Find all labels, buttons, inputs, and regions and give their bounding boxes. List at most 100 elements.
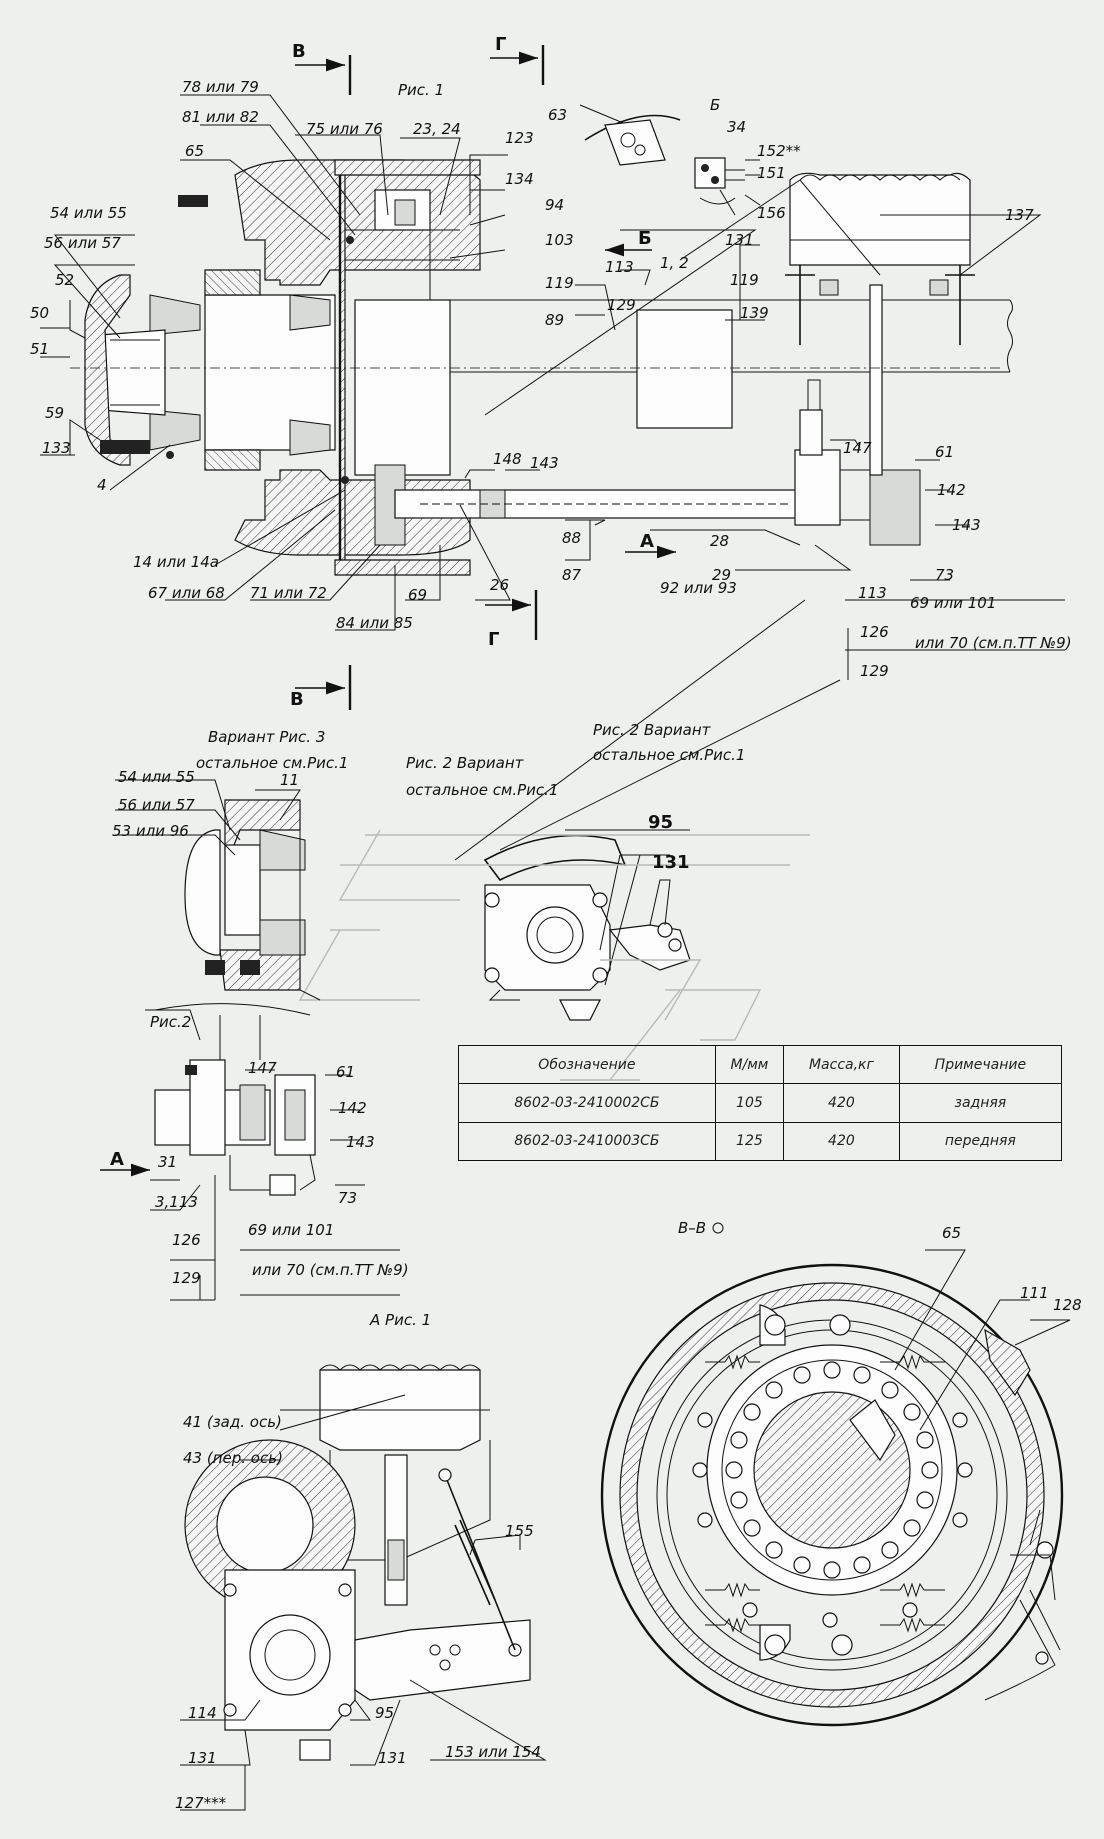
fig2-variant-label-b: Рис. 2 Вариант (406, 754, 525, 772)
table-cell: 420 (783, 1083, 900, 1123)
callout-51: 51 (30, 340, 49, 358)
callout-52: 52 (55, 271, 74, 289)
callout-61b: 61 (336, 1063, 355, 1081)
callout-131d: 131 (378, 1749, 407, 1767)
specification-table: Обозначение М/мм Масса,кг Примечание 860… (458, 1044, 1063, 1162)
fig3-variant-label: Вариант Рис. 3 (208, 728, 325, 746)
table-cell: 105 (714, 1083, 785, 1123)
callout-95: 95 (648, 812, 673, 833)
callout-43: 43 (пер. ось) (183, 1449, 283, 1467)
callout-137: 137 (1005, 206, 1034, 224)
callout-126b: 126 (172, 1231, 201, 1249)
callout-131: 131 (725, 231, 754, 249)
callout-59: 59 (45, 404, 64, 422)
fig3-rest-label: остальное см.Рис.1 (196, 754, 348, 772)
callout-31: 31 (158, 1153, 177, 1171)
callout-128: 128 (1053, 1296, 1082, 1314)
callout-89: 89 (545, 311, 564, 329)
fig2-variant-label: Рис. 2 Вариант (593, 721, 712, 739)
callout-148: 148 (493, 450, 522, 468)
callout-75: 75 или 76 (306, 120, 383, 138)
view-b-label: Б (710, 96, 720, 114)
fig2-small-label: Рис.2 (150, 1013, 191, 1031)
callout-129: 129 (607, 296, 636, 314)
callout-23: 23, 24 (413, 120, 461, 138)
table-cell: задняя (898, 1083, 1063, 1123)
callout-41: 41 (зад. ось) (183, 1413, 282, 1431)
callout-11: 11 (280, 771, 299, 789)
callout-127: 127*** (175, 1794, 227, 1812)
section-mark-g-bottom: Г (488, 629, 499, 650)
callout-63: 63 (548, 106, 567, 124)
callout-142: 142 (937, 481, 966, 499)
callout-129c: 129 (172, 1269, 201, 1287)
callout-142b: 142 (338, 1099, 367, 1117)
callout-53: 53 или 96 (112, 822, 189, 840)
fig2-rest-label-b: остальное см.Рис.1 (406, 781, 558, 799)
table-cell: передняя (898, 1121, 1063, 1162)
callout-14: 14 или 14а (133, 553, 219, 571)
callout-56: 56 или 57 (44, 234, 121, 252)
main-section-view (40, 45, 1065, 710)
fig1-label: Рис. 1 (398, 81, 444, 99)
callout-69: 69 (408, 586, 427, 604)
table-header-row: Обозначение М/мм Масса,кг Примечание (458, 1044, 1063, 1085)
callout-147b: 147 (248, 1059, 277, 1077)
callout-131c: 131 (188, 1749, 217, 1767)
table-row: 8602-03-2410003СБ 125 420 передняя (458, 1121, 1063, 1162)
fig2-small-view (100, 1003, 400, 1301)
callout-133: 133 (42, 439, 71, 457)
table-row: 8602-03-2410002СБ 105 420 задняя (458, 1083, 1063, 1123)
callout-70b: или 70 (см.п.ТТ №9) (252, 1261, 409, 1279)
table-header-cell: Обозначение (458, 1044, 716, 1085)
section-mark-a2: А (110, 1149, 124, 1170)
callout-73b: 73 (338, 1189, 357, 1207)
section-bb-view (600, 1222, 1071, 1727)
callout-28: 28 (710, 532, 729, 550)
callout-54: 54 или 55 (50, 204, 127, 222)
callout-143: 143 (530, 454, 559, 472)
callout-113: 113 (605, 258, 634, 276)
section-mark-b: Б (638, 228, 652, 249)
table-cell: 8602-03-2410002СБ (458, 1083, 716, 1123)
callout-54b: 54 или 55 (118, 768, 195, 786)
callout-119b: 119 (545, 274, 574, 292)
table-header-cell: М/мм (714, 1044, 785, 1085)
callout-147: 147 (843, 439, 872, 457)
callout-95b: 95 (375, 1704, 394, 1722)
view-b-detail (584, 114, 761, 216)
callout-134: 134 (505, 170, 534, 188)
callout-143c: 143 (346, 1133, 375, 1151)
callout-119: 119 (730, 271, 759, 289)
callout-123: 123 (505, 129, 534, 147)
section-bb-label: В–В (678, 1219, 706, 1237)
callout-26: 26 (490, 576, 509, 594)
callout-143b: 143 (952, 516, 981, 534)
callout-65b: 65 (942, 1224, 961, 1242)
callout-56b: 56 или 57 (118, 796, 195, 814)
callout-1-2: 1, 2 (660, 254, 689, 272)
table-header-cell: Масса,кг (783, 1044, 900, 1085)
table-cell: 8602-03-2410003СБ (458, 1121, 716, 1162)
callout-3-113: 3,113 (155, 1193, 198, 1211)
callout-87: 87 (562, 566, 582, 584)
drawing-labels: Рис. 1 В Г В Г Б А А Б 78 или 79 81 или … (30, 34, 1082, 1812)
callout-67: 67 или 68 (148, 584, 225, 602)
callout-114: 114 (188, 1704, 217, 1722)
fig2-rest-label: остальное см.Рис.1 (593, 746, 745, 764)
callout-153: 153 или 154 (445, 1743, 541, 1761)
callout-139: 139 (740, 304, 769, 322)
callout-156: 156 (757, 204, 786, 222)
callout-131b: 131 (652, 852, 690, 873)
hub-bolt-holes (692, 1361, 973, 1628)
callout-69c: 69 или 101 (248, 1221, 334, 1239)
view-a-label: А Рис. 1 (369, 1311, 431, 1329)
view-a (180, 1364, 547, 1811)
section-mark-a: А (640, 531, 654, 552)
callout-69b: 69 или 101 (910, 594, 996, 612)
callout-129b: 129 (860, 662, 889, 680)
section-mark-v-top: В (292, 41, 306, 62)
callout-94: 94 (545, 196, 564, 214)
